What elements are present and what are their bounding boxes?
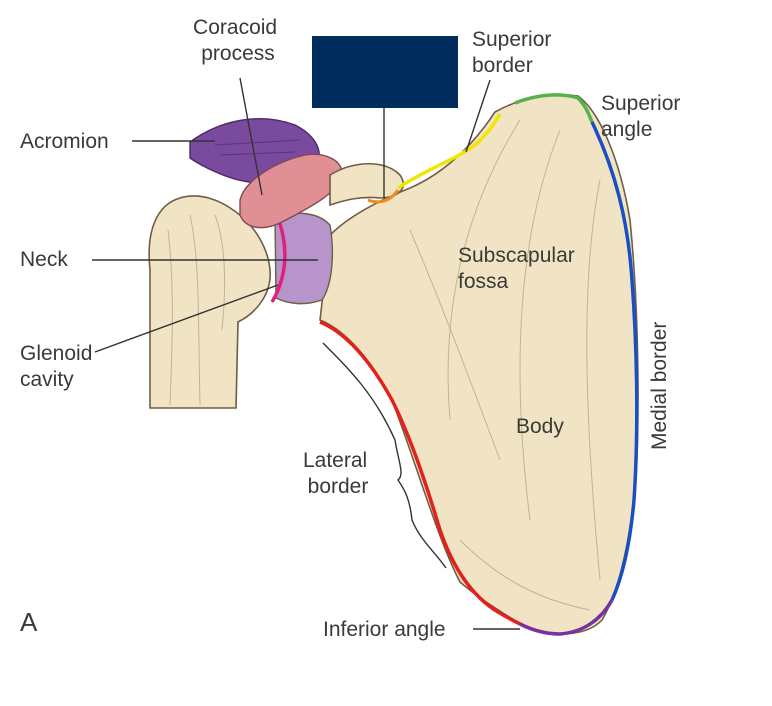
redacted-label-box xyxy=(312,36,458,108)
acromion-label: Acromion xyxy=(20,130,109,153)
neck-label: Neck xyxy=(20,248,68,271)
scapula-neck xyxy=(274,212,334,305)
medial-border-label: Medial border xyxy=(648,322,671,450)
lateral-border-line xyxy=(319,320,521,626)
panel-letter: A xyxy=(20,607,38,637)
lateral-border-brace xyxy=(322,342,447,569)
coracoid-leader xyxy=(239,77,263,196)
superior-angle-label: Superior angle xyxy=(601,92,686,141)
inferior-angle-label: Inferior angle xyxy=(323,618,446,641)
lateral-border-label: Lateral border xyxy=(303,449,373,498)
glenoid-leader xyxy=(94,284,279,353)
superior-border-label: Superior border xyxy=(472,28,557,77)
subscapular-fossa-label: Subscapular fossa xyxy=(458,244,581,293)
superior-border-leader xyxy=(465,79,491,153)
suprascapular-notch-line xyxy=(367,189,400,204)
superior-border-line xyxy=(397,113,502,190)
glenoid-cavity-label: Glenoid cavity xyxy=(20,342,98,391)
body-label: Body xyxy=(516,415,564,438)
medial-border-line xyxy=(590,121,639,601)
inferior-angle-line xyxy=(519,599,614,636)
coracoid-process-label: Coracoid process xyxy=(193,16,283,65)
superior-angle-line xyxy=(514,93,594,123)
humerus-shaft xyxy=(148,195,271,409)
humerus xyxy=(148,195,271,409)
